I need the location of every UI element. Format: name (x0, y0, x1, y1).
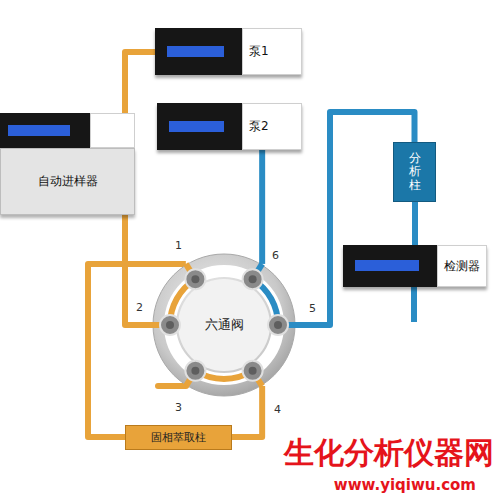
valve-port (243, 361, 263, 381)
valve-port (185, 361, 205, 381)
tubing-connector (412, 202, 418, 245)
watermark-url: www.yiqiwu.com (334, 477, 476, 494)
port-number: 3 (175, 402, 182, 415)
valve-port (268, 315, 288, 335)
instrument-box: 泵2 (157, 103, 302, 150)
tubing-connector (125, 215, 152, 325)
port-number: 2 (136, 302, 143, 315)
port-hole (249, 367, 257, 375)
node-label: 分析柱 (409, 152, 421, 192)
device-panel: 检测器 (437, 245, 487, 287)
node-label: 自动进样器 (38, 173, 98, 190)
display-screen (8, 125, 70, 136)
instrument-box: 泵1 (155, 28, 302, 75)
column-box: 固相萃取柱 (125, 425, 232, 450)
sampler-top (0, 113, 135, 148)
valve-ring (170, 271, 278, 379)
port-hole (274, 321, 282, 329)
node-label: 检测器 (444, 258, 480, 275)
display-screen (167, 46, 224, 57)
drain-tube (411, 287, 417, 322)
tubing-connector (125, 52, 155, 113)
node-label: 泵1 (249, 43, 269, 60)
instrument-box: 检测器 (343, 245, 487, 287)
port-number: 1 (175, 240, 182, 253)
column-box: 分析柱 (393, 142, 436, 202)
device-panel: 泵2 (242, 103, 302, 150)
valve-port (160, 315, 180, 335)
port-hole (166, 321, 174, 329)
node-label: 固相萃取柱 (151, 430, 206, 445)
valve-center (178, 279, 270, 371)
port-number: 5 (309, 303, 316, 316)
waste-tube (158, 383, 186, 389)
six-port-valve: 六通阀 (152, 253, 296, 397)
port-number: 4 (274, 404, 281, 417)
watermark: 生化分析仪器网 (284, 436, 494, 471)
device-panel: 泵1 (242, 28, 302, 75)
tubing-connector (259, 150, 265, 264)
node-label: 泵2 (249, 118, 269, 135)
sampler-body: 自动进样器 (0, 148, 135, 215)
display-screen (169, 121, 224, 132)
display-screen (355, 260, 419, 271)
port-hole (191, 367, 199, 375)
valve-port (185, 269, 205, 289)
device-panel (90, 113, 135, 148)
valve-disk (153, 254, 295, 396)
port-hole (249, 275, 257, 283)
port-hole (191, 275, 199, 283)
node-label: 六通阀 (205, 316, 244, 334)
port-number: 6 (272, 250, 279, 263)
instrument-box: 自动进样器 (0, 113, 135, 215)
valve-port (243, 269, 263, 289)
